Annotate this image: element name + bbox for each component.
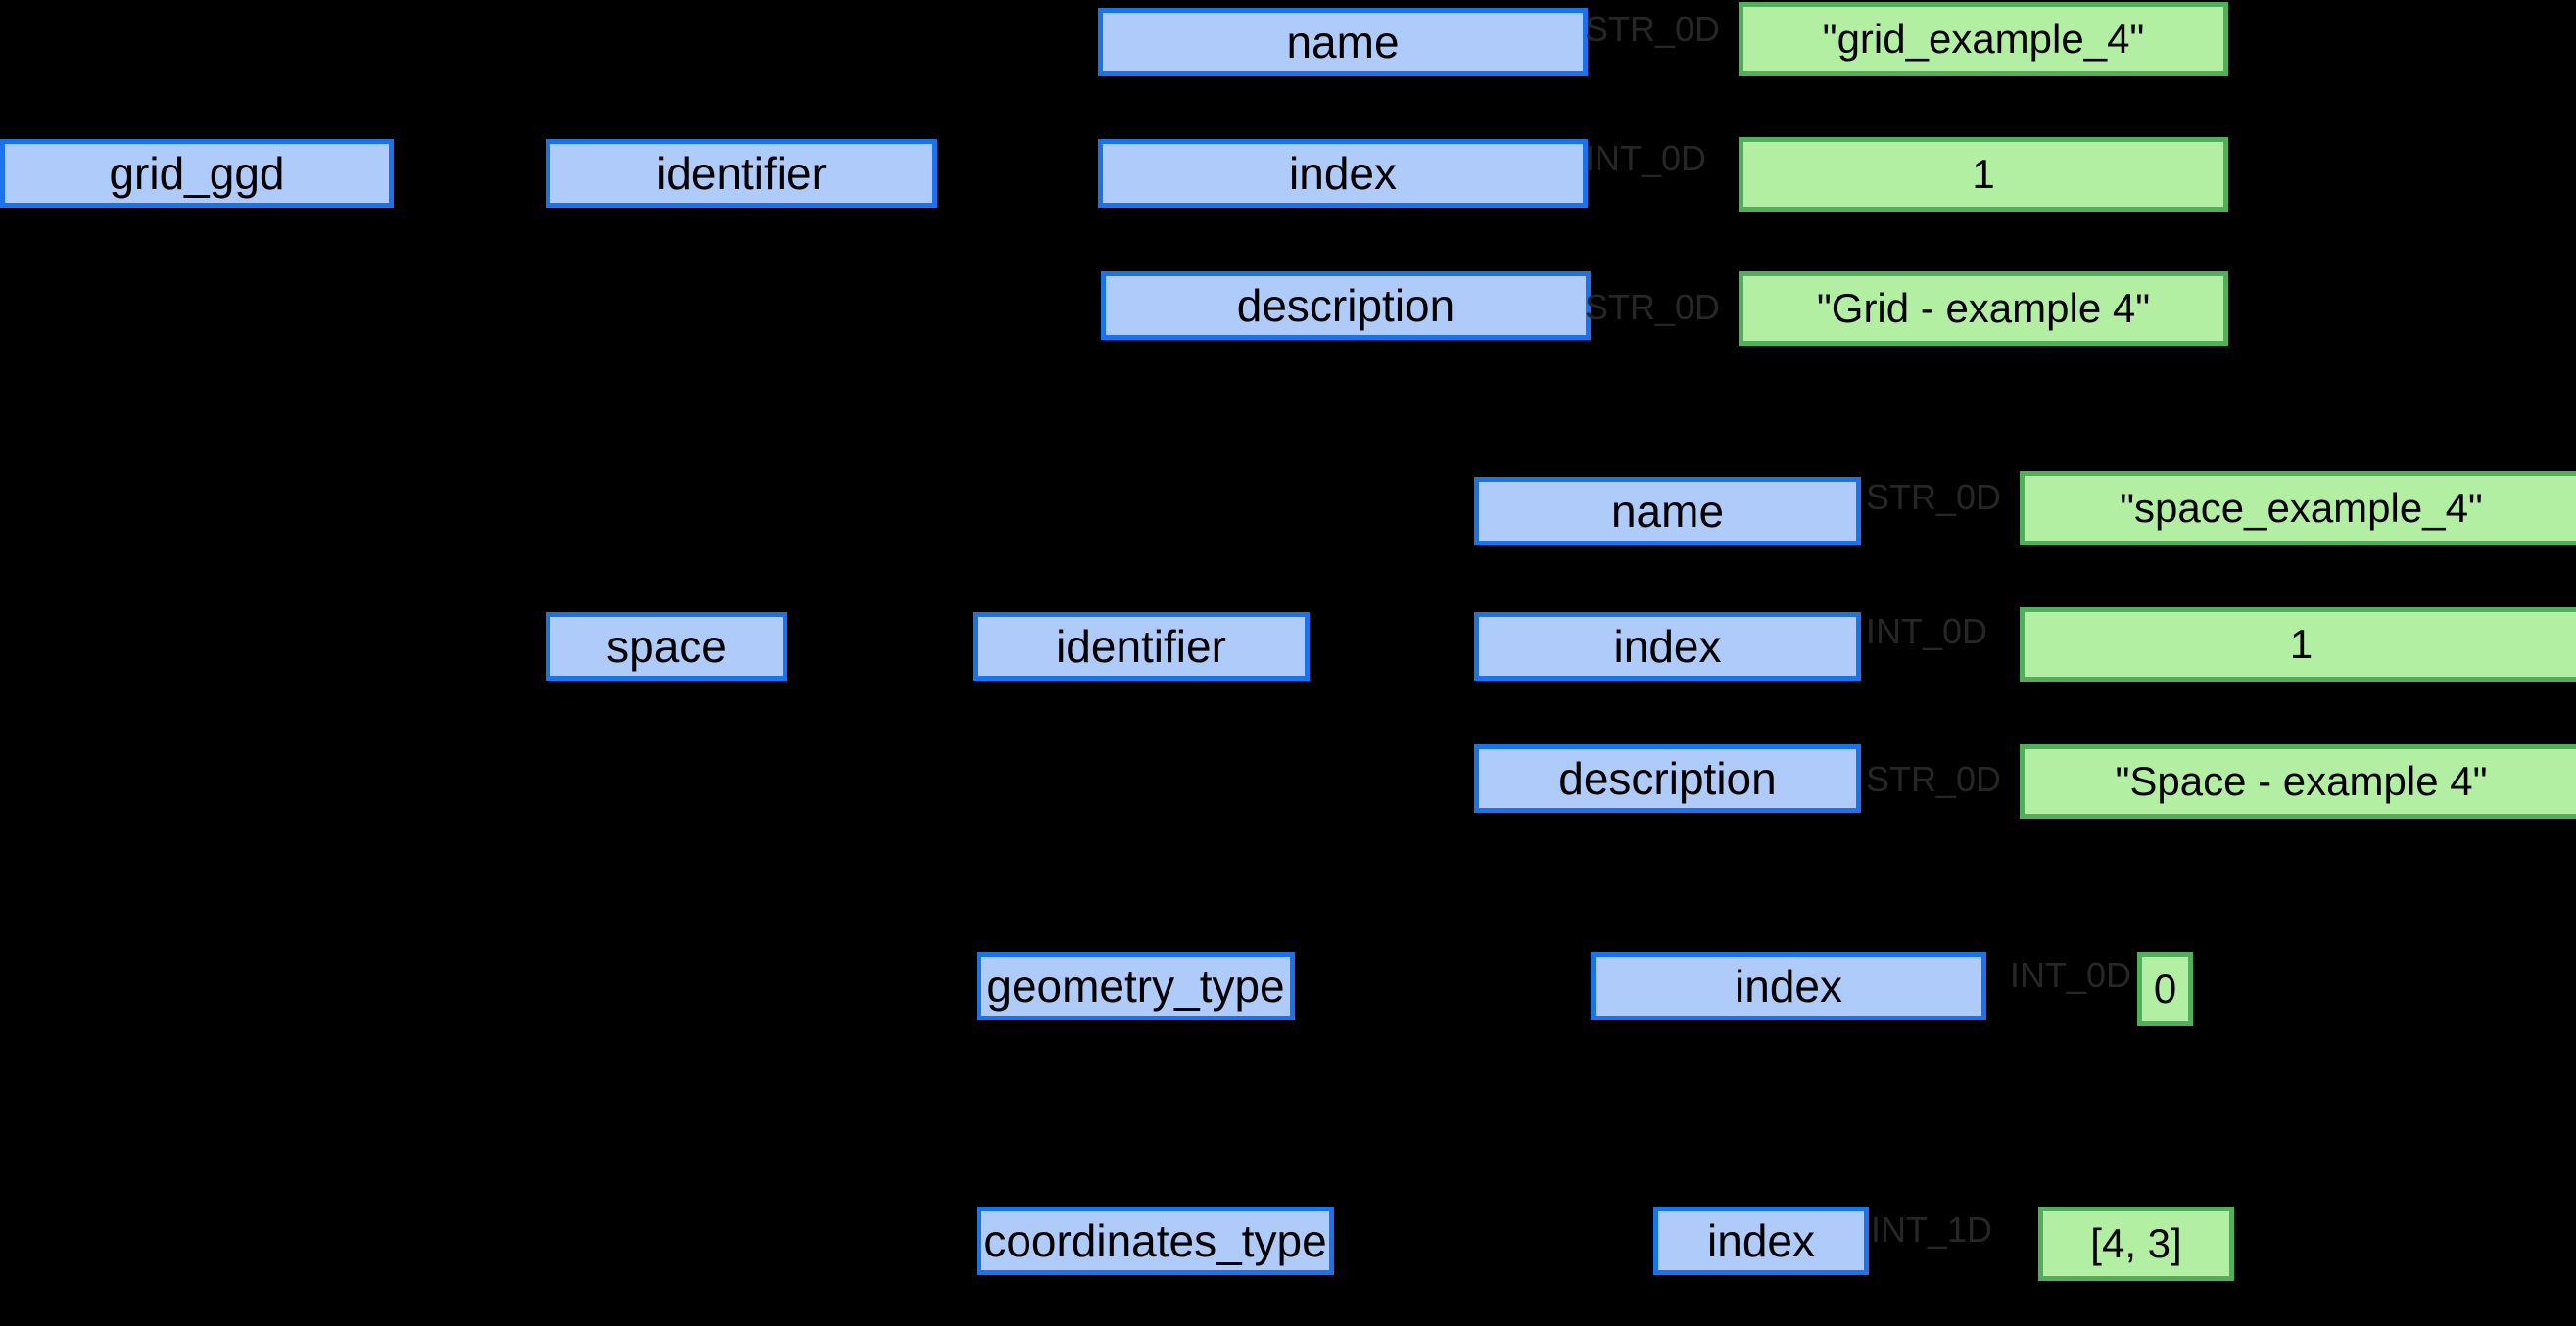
node-name-space-label: name [1610,486,1725,537]
value-geometry-type-index[interactable]: 0 [2137,952,2193,1026]
node-description-grid-label: description [1236,280,1455,331]
value-space-index[interactable]: 1 [2020,607,2576,682]
node-space[interactable]: space [546,612,787,681]
node-name-space[interactable]: name [1474,477,1861,545]
value-coordinates-type-index-label: [4, 3] [2090,1220,2182,1266]
node-index-grid-label: index [1289,148,1397,199]
edge-label-grid-name-type: STR_0D [1585,9,1721,49]
edge-label-coordinates-index-type: INT_1D [1871,1209,1993,1250]
value-grid-name-label: "grid_example_4" [1822,16,2145,62]
node-grid-ggd-label: grid_ggd [109,148,285,199]
edge-geometry-type-to-index [1295,981,1593,991]
edge-space-to-coordinates-type [787,1258,974,1268]
node-identifier-space[interactable]: identifier [973,612,1310,681]
edge-grid-ggd-to-identifier [394,168,550,178]
edge-identifier-grid-fanout [937,168,1094,178]
value-grid-description[interactable]: "Grid - example 4" [1739,271,2228,346]
node-index-geometry-label: index [1735,961,1842,1012]
edge-grid-ggd-to-space [394,654,550,664]
node-geometry-type[interactable]: geometry_type [977,952,1295,1020]
edge-label-grid-description-type: STR_0D [1585,287,1721,327]
node-name-grid-label: name [1286,17,1400,68]
edge-label-space-description-type: STR_0D [1866,759,2002,799]
value-grid-index[interactable]: 1 [1739,137,2228,212]
edge-space-to-identifier [787,641,974,651]
node-index-grid[interactable]: index [1098,139,1588,208]
node-identifier-space-label: identifier [1056,621,1226,672]
node-identifier-grid[interactable]: identifier [546,139,937,208]
node-coordinates-type[interactable]: coordinates_type [977,1207,1334,1275]
node-index-geometry[interactable]: index [1591,952,1986,1020]
node-index-space-label: index [1613,621,1722,672]
value-grid-index-label: 1 [1972,151,1995,197]
node-index-coordinates[interactable]: index [1653,1207,1869,1275]
node-name-grid[interactable]: name [1098,8,1588,76]
value-space-description[interactable]: "Space - example 4" [2020,744,2576,819]
edge-label-space-index-type: INT_0D [1866,611,1988,651]
node-index-space[interactable]: index [1474,612,1861,681]
edge-label-grid-index-type: INT_0D [1585,138,1707,178]
node-description-grid[interactable]: description [1101,271,1591,340]
edge-space-to-geometry-type [787,1002,974,1012]
edge-coordinates-type-to-index [1334,1236,1657,1246]
value-geometry-type-index-label: 0 [2153,966,2177,1012]
node-coordinates-type-label: coordinates_type [983,1215,1327,1266]
node-index-coordinates-label: index [1707,1215,1815,1266]
node-description-space-label: description [1558,753,1777,804]
edge-label-space-name-type: STR_0D [1866,477,2002,517]
node-geometry-type-label: geometry_type [986,961,1285,1012]
value-grid-description-label: "Grid - example 4" [1816,285,2151,331]
edge-label-geometry-index-type: INT_0D [2010,955,2132,995]
value-coordinates-type-index[interactable]: [4, 3] [2038,1207,2234,1281]
value-space-description-label: "Space - example 4" [2115,758,2488,804]
value-space-name[interactable]: "space_example_4" [2020,471,2576,545]
node-grid-ggd[interactable]: grid_ggd [0,139,394,208]
node-identifier-grid-label: identifier [656,148,827,199]
node-space-label: space [606,621,727,672]
value-space-name-label: "space_example_4" [2120,485,2483,531]
value-grid-name[interactable]: "grid_example_4" [1739,2,2228,76]
node-description-space[interactable]: description [1474,744,1861,813]
value-space-index-label: 1 [2289,621,2314,667]
edge-identifier-space-fanout [1310,641,1476,651]
